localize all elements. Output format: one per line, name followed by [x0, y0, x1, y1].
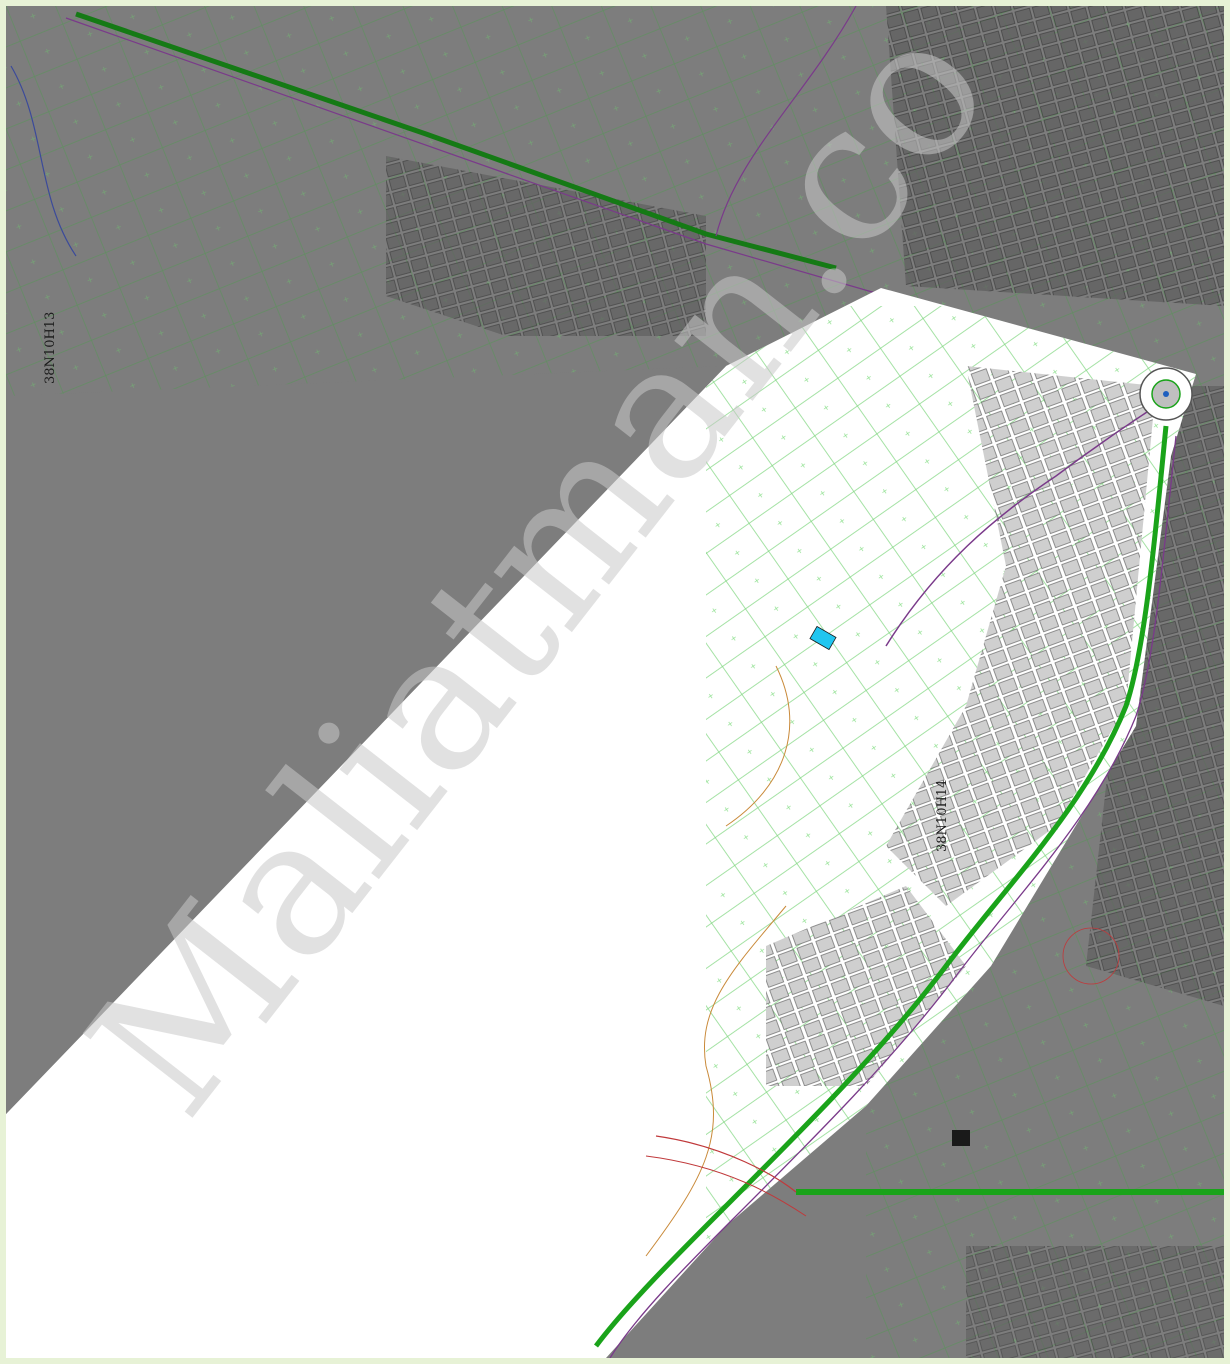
- ramp: [655, 1135, 797, 1193]
- sheet-label-west: 38N10H13: [43, 312, 58, 384]
- masked-diagonal: [6, 366, 726, 1114]
- village-road: [885, 405, 1157, 647]
- highway-north: [75, 11, 837, 271]
- circle-feature: [1062, 927, 1120, 985]
- sheet-label-east: 38N10H14: [935, 780, 950, 852]
- contour-line: [645, 905, 787, 1257]
- urban-blocks-northeast: [886, 6, 1224, 306]
- highway-east: [594, 425, 1169, 1348]
- village-blocks: [886, 366, 1156, 906]
- pool-icon[interactable]: [809, 625, 837, 651]
- building-icon[interactable]: [952, 1130, 970, 1146]
- contour-line-2: [725, 665, 791, 827]
- ramp-2: [645, 1155, 807, 1217]
- urban-blocks-east: [1086, 386, 1224, 1006]
- road-north: [65, 17, 887, 297]
- river-west: [10, 65, 77, 257]
- village-blocks-south: [766, 886, 966, 1086]
- roundabout-icon[interactable]: [1139, 367, 1193, 421]
- urban-blocks-north: [386, 156, 706, 336]
- cadastral-map[interactable]: + +: [6, 6, 1224, 1358]
- urban-blocks-southeast: [966, 1246, 1224, 1358]
- highway-east-edge: [609, 435, 1177, 1358]
- road-curve-north: [715, 6, 857, 237]
